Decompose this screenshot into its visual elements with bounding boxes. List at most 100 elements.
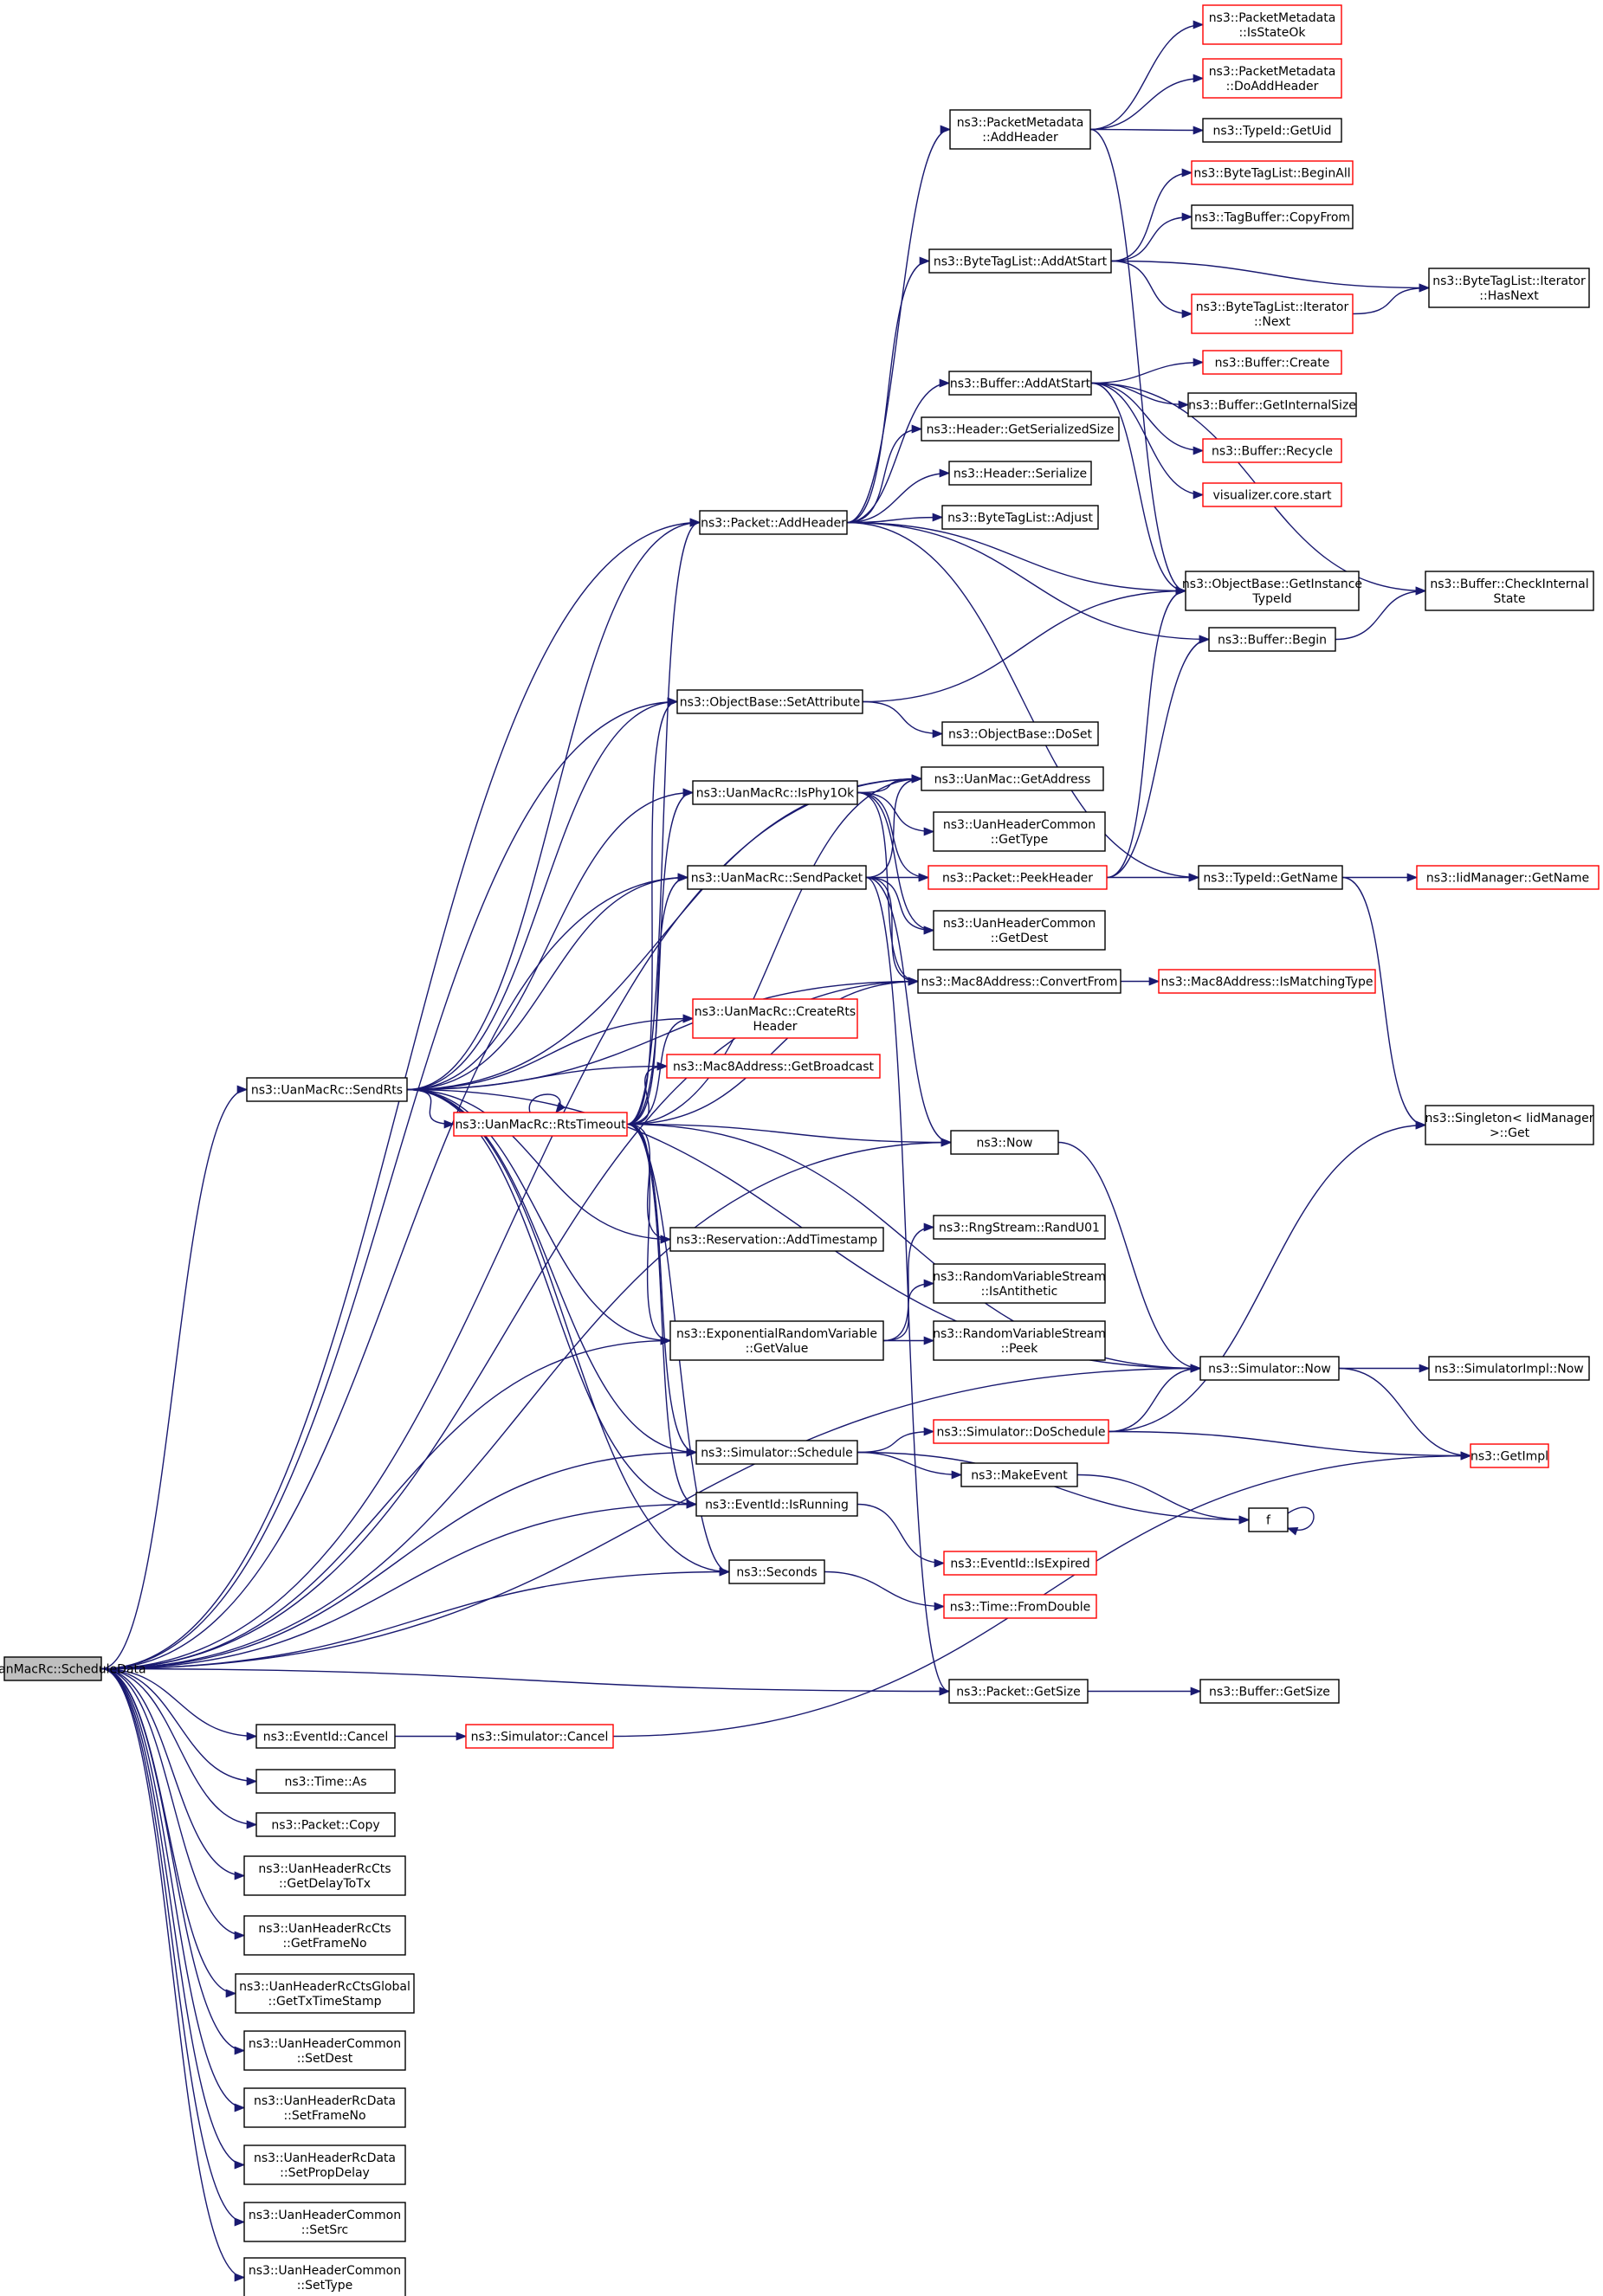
node-label: ns3::Mac8Address::GetBroadcast: [673, 1061, 875, 1074]
edge-send-rts-to-ob-set-attribute: [406, 697, 679, 1091]
node-pkt-peek-header[interactable]: ns3::Packet::PeekHeader: [928, 865, 1108, 890]
node-eventid-is-running[interactable]: ns3::EventId::IsRunning: [695, 1492, 858, 1517]
node-btl-begin-all[interactable]: ns3::ByteTagList::BeginAll: [1191, 160, 1354, 185]
node-mac8-is-matching[interactable]: ns3::Mac8Address::IsMatchingType: [1158, 969, 1376, 994]
node-box: [453, 1112, 628, 1137]
node-box: [933, 1320, 1106, 1361]
node-uanmac-get-address[interactable]: ns3::UanMac::GetAddress: [921, 766, 1104, 791]
node-exp-get-value[interactable]: ns3::ExponentialRandomVariable::GetValue: [669, 1320, 884, 1361]
node-buf-recycle[interactable]: ns3::Buffer::Recycle: [1202, 438, 1342, 463]
node-tagbuf-copy-from[interactable]: ns3::TagBuffer::CopyFrom: [1191, 204, 1354, 229]
node-eventid-is-expired[interactable]: ns3::EventId::IsExpired: [943, 1551, 1097, 1576]
node-get-impl[interactable]: ns3::GetImpl: [1470, 1443, 1549, 1468]
node-viz-core-start[interactable]: visualizer.core.start: [1202, 482, 1342, 507]
node-label: ns3::ByteTagList::AddAtStart: [934, 255, 1108, 269]
node-mac8-convert-from[interactable]: ns3::Mac8Address::ConvertFrom: [917, 969, 1121, 994]
node-label: ::AddHeader: [982, 131, 1058, 145]
node-rccts-get-frame[interactable]: ns3::UanHeaderRcCts::GetFrameNo: [243, 1915, 406, 1956]
edge-send-rts-to-res-add-timestamp: [406, 1088, 672, 1244]
edge-send-rts-to-eventid-is-running: [406, 1088, 698, 1509]
node-pm-is-state-ok[interactable]: ns3::PacketMetadata::IsStateOk: [1202, 4, 1342, 45]
node-send-packet[interactable]: ns3::UanMacRc::SendPacket: [687, 865, 867, 890]
node-now[interactable]: ns3::Now: [950, 1130, 1059, 1155]
node-label: State: [1493, 592, 1525, 606]
node-box: [243, 2202, 406, 2242]
node-uhc-set-src[interactable]: ns3::UanHeaderCommon::SetSrc: [243, 2202, 406, 2242]
node-rvs-peek[interactable]: ns3::RandomVariableStream::Peek: [933, 1320, 1106, 1361]
node-label: ns3::Buffer::CheckInternal: [1430, 577, 1588, 591]
node-label: ::GetDest: [991, 932, 1049, 945]
node-simimpl-now[interactable]: ns3::SimulatorImpl::Now: [1428, 1356, 1590, 1381]
node-f[interactable]: f: [1248, 1507, 1289, 1532]
node-ob-set-attribute[interactable]: ns3::ObjectBase::SetAttribute: [676, 689, 863, 714]
node-rng-rand-u01[interactable]: ns3::RngStream::RandU01: [933, 1215, 1106, 1240]
node-uhc-get-dest[interactable]: ns3::UanHeaderCommon::GetDest: [933, 910, 1106, 951]
node-rccts-get-delay[interactable]: ns3::UanHeaderRcCts::GetDelayToTx: [243, 1855, 406, 1896]
edge-pkt-add-header-to-buf-begin: [846, 521, 1211, 644]
node-send-rts[interactable]: ns3::UanMacRc::SendRts: [246, 1077, 408, 1102]
node-buf-create[interactable]: ns3::Buffer::Create: [1202, 350, 1342, 375]
node-is-phy1-ok[interactable]: ns3::UanMacRc::IsPhy1Ok: [692, 780, 858, 805]
node-label: ns3::ObjectBase::DoSet: [948, 728, 1092, 742]
node-singleton-get[interactable]: ns3::Singleton< IidManager >::Get: [1425, 1105, 1594, 1145]
node-buf-begin[interactable]: ns3::Buffer::Begin: [1208, 627, 1336, 652]
node-iid-get-name[interactable]: ns3::IidManager::GetName: [1416, 865, 1600, 890]
node-label: ::Next: [1254, 315, 1291, 329]
node-pm-add-header[interactable]: ns3::PacketMetadata::AddHeader: [949, 109, 1091, 150]
node-pkt-copy[interactable]: ns3::Packet::Copy: [255, 1812, 396, 1837]
node-buf-get-internal-size[interactable]: ns3::Buffer::GetInternalSize: [1187, 392, 1357, 417]
node-btl-adjust[interactable]: ns3::ByteTagList::Adjust: [941, 505, 1099, 530]
node-label: ::GetType: [991, 833, 1049, 847]
node-rcdata-set-prop[interactable]: ns3::UanHeaderRcData::SetPropDelay: [243, 2144, 406, 2185]
node-hdr-get-ser-size[interactable]: ns3::Header::GetSerializedSize: [921, 416, 1120, 442]
node-uhc-set-dest[interactable]: ns3::UanHeaderCommon::SetDest: [243, 2030, 406, 2071]
node-rts-timeout[interactable]: ns3::UanMacRc::RtsTimeout: [453, 1112, 628, 1137]
node-seconds[interactable]: ns3::Seconds: [728, 1559, 825, 1584]
node-res-add-timestamp[interactable]: ns3::Reservation::AddTimestamp: [669, 1227, 884, 1252]
node-ob-do-set[interactable]: ns3::ObjectBase::DoSet: [941, 721, 1099, 746]
edge-btl-add-at-start-to-btl-iter-has-next: [1110, 260, 1431, 293]
node-buf-get-size[interactable]: ns3::Buffer::GetSize: [1199, 1679, 1340, 1704]
node-rcdata-set-frame[interactable]: ns3::UanHeaderRcData::SetFrameNo: [243, 2087, 406, 2128]
node-rvs-is-antithetic[interactable]: ns3::RandomVariableStream::IsAntithetic: [933, 1263, 1106, 1304]
node-label: ns3::Simulator::DoSchedule: [937, 1426, 1106, 1440]
node-btl-iter-next[interactable]: ns3::ByteTagList::Iterator::Next: [1191, 293, 1354, 334]
node-btl-iter-has-next[interactable]: ns3::ByteTagList::Iterator::HasNext: [1428, 268, 1590, 308]
edge-pkt-add-header-to-buf-add-at-start: [846, 378, 951, 524]
node-label: ns3::Header::Serialize: [953, 468, 1087, 481]
node-label: ns3::Time::FromDouble: [950, 1601, 1091, 1615]
node-sim-cancel[interactable]: ns3::Simulator::Cancel: [465, 1724, 614, 1749]
node-btl-add-at-start[interactable]: ns3::ByteTagList::AddAtStart: [928, 248, 1112, 274]
node-sim-now[interactable]: ns3::Simulator::Now: [1199, 1356, 1340, 1381]
edge-buf-add-at-start-to-buf-create: [1090, 358, 1205, 384]
node-make-event[interactable]: ns3::MakeEvent: [960, 1462, 1078, 1487]
node-pm-do-add-header[interactable]: ns3::PacketMetadata::DoAddHeader: [1202, 58, 1342, 99]
node-hdr-serialize[interactable]: ns3::Header::Serialize: [948, 461, 1092, 486]
node-time-from-double[interactable]: ns3::Time::FromDouble: [943, 1594, 1097, 1619]
node-box: [699, 510, 848, 535]
edge-f-to-f: [1286, 1506, 1315, 1536]
node-label: ns3::RandomVariableStream: [933, 1270, 1106, 1284]
node-sim-schedule[interactable]: ns3::Simulator::Schedule: [695, 1440, 858, 1465]
node-time-as[interactable]: ns3::Time::As: [255, 1769, 396, 1794]
node-pkt-add-header[interactable]: ns3::Packet::AddHeader: [699, 510, 848, 535]
node-box: [255, 1724, 396, 1749]
node-eventid-cancel[interactable]: ns3::EventId::Cancel: [255, 1724, 396, 1749]
node-buf-add-at-start[interactable]: ns3::Buffer::AddAtStart: [948, 371, 1092, 396]
node-typeid-get-uid[interactable]: ns3::TypeId::GetUid: [1202, 118, 1342, 143]
node-mac8-get-broadcast[interactable]: ns3::Mac8Address::GetBroadcast: [666, 1054, 881, 1079]
node-schedule-data[interactable]: ns3::UanMacRc::ScheduleData: [0, 1656, 146, 1681]
node-pkt-get-size[interactable]: ns3::Packet::GetSize: [948, 1679, 1089, 1704]
node-uhc-get-type[interactable]: ns3::UanHeaderCommon::GetType: [933, 811, 1106, 852]
node-typeid-get-name[interactable]: ns3::TypeId::GetName: [1198, 865, 1343, 890]
edge-send-packet-to-uanmac-get-address: [865, 774, 923, 879]
node-rcctsg-get-tx[interactable]: ns3::UanHeaderRcCtsGlobal::GetTxTimeStam…: [235, 1973, 415, 2014]
edge-rts-timeout-to-res-add-timestamp: [626, 1123, 672, 1244]
edge-schedule-data-to-eventid-is-running: [100, 1499, 698, 1670]
node-uhc-set-type[interactable]: ns3::UanHeaderCommon::SetType: [243, 2257, 406, 2296]
edge-sim-now-to-get-impl: [1338, 1367, 1472, 1461]
node-sim-do-schedule[interactable]: ns3::Simulator::DoSchedule: [933, 1419, 1109, 1444]
